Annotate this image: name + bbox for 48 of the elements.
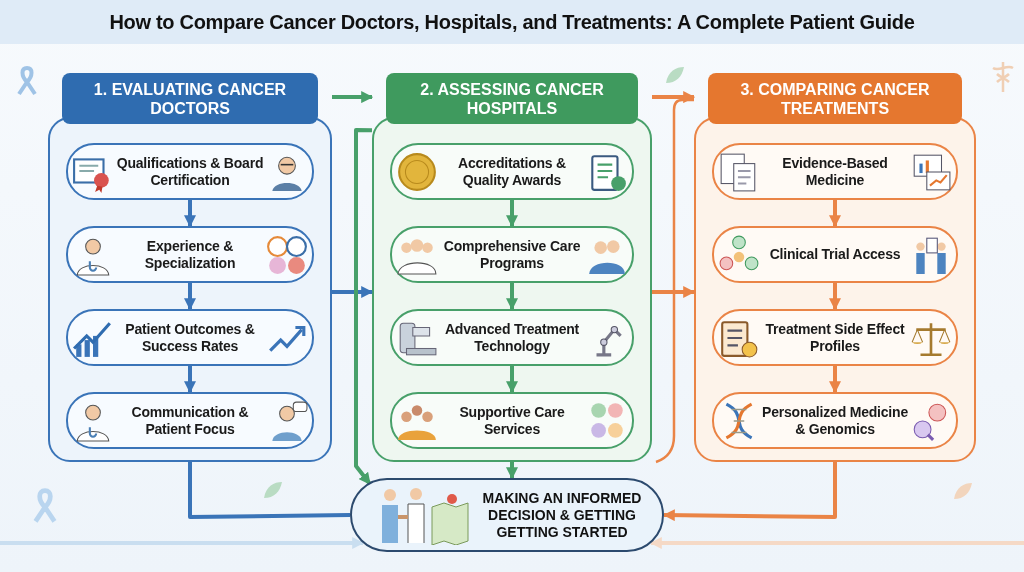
arrow bbox=[652, 286, 696, 298]
step-label: Communication & Patient Focus bbox=[130, 403, 250, 438]
arrow bbox=[829, 200, 841, 228]
step-label: Advanced Treatment Technology bbox=[443, 320, 581, 355]
step-pill bbox=[390, 392, 634, 449]
arrow bbox=[184, 283, 196, 311]
arrow bbox=[184, 200, 196, 228]
step-label: Clinical Trial Access bbox=[768, 246, 902, 263]
decision-label: MAKING AN INFORMED DECISION & GETTING GETTING STARTED bbox=[482, 489, 642, 541]
arrow bbox=[649, 537, 1024, 549]
decision-pill bbox=[350, 478, 664, 552]
arrow bbox=[506, 462, 518, 480]
section-header: 3. COMPARING CANCER TREATMENTS bbox=[708, 73, 962, 124]
step-label: Treatment Side Effect Profiles bbox=[764, 320, 906, 355]
step-label: Accreditations & Quality Awards bbox=[456, 154, 568, 189]
step-pill bbox=[66, 226, 314, 283]
step-pill bbox=[712, 309, 958, 366]
step-pill bbox=[66, 392, 314, 449]
step-pill bbox=[712, 392, 958, 449]
step-label: Evidence-Based Medicine bbox=[781, 154, 889, 189]
step-label: Qualifications & Board Certification bbox=[115, 154, 265, 189]
step-pill bbox=[712, 226, 958, 283]
step-label: Supportive Care Services bbox=[458, 403, 566, 438]
arrow bbox=[506, 200, 518, 228]
arrow bbox=[506, 366, 518, 394]
step-pill bbox=[66, 143, 314, 200]
step-pill bbox=[66, 309, 314, 366]
arrow bbox=[652, 91, 696, 104]
section-header: 1. EVALUATING CANCER DOCTORS bbox=[62, 73, 318, 124]
step-label: Experience & Specialization bbox=[143, 237, 237, 272]
arrow bbox=[506, 283, 518, 311]
arrow bbox=[332, 91, 374, 104]
arrow bbox=[354, 128, 373, 486]
arrow bbox=[829, 366, 841, 394]
step-pill bbox=[390, 226, 634, 283]
step-label: Personalized Medicine & Genomics bbox=[761, 403, 909, 438]
step-pill bbox=[390, 309, 634, 366]
arrow bbox=[184, 366, 196, 394]
title: How to Compare Cancer Doctors, Hospitals, and Treatments: A Complete Patient Guide bbox=[109, 10, 915, 34]
step-pill bbox=[390, 143, 634, 200]
section-header: 2. ASSESSING CANCER HOSPITALS bbox=[386, 73, 638, 124]
step-label: Patient Outcomes & Success Rates bbox=[124, 320, 256, 355]
arrow bbox=[829, 283, 841, 311]
arrow bbox=[332, 286, 374, 298]
arrow bbox=[0, 537, 365, 549]
arrow bbox=[662, 462, 837, 522]
step-label: Comprehensive Care Programs bbox=[442, 237, 582, 272]
step-pill bbox=[712, 143, 958, 200]
